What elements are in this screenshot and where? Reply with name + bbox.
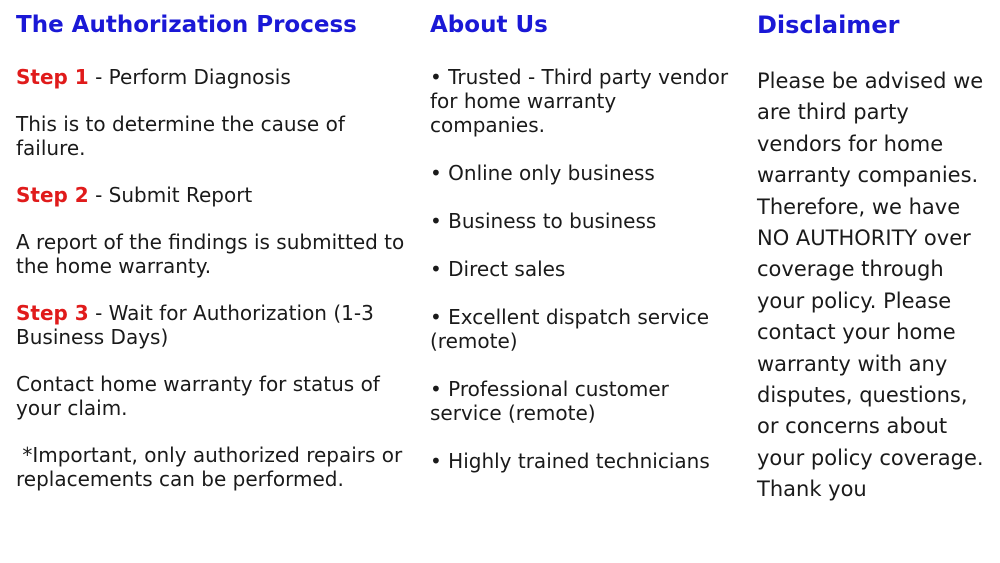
disclaimer-body: Please be advised we are third party ven… [757, 69, 991, 502]
about-bullet-trusted: • Trusted - Third party vendor for home … [430, 65, 735, 137]
heading-disclaimer: Disclaimer [757, 11, 900, 39]
step-2-text: - Submit Report [88, 183, 253, 207]
step-1-line: Step 1 - Perform Diagnosis [16, 65, 416, 89]
step-3-description: Contact home warranty for status of your… [16, 372, 387, 420]
about-bullet-business-to-business: • Business to business [430, 209, 657, 233]
step-2-label: Step 2 [16, 183, 89, 207]
step-2-description: A report of the findings is submitted to… [16, 230, 411, 278]
heading-about-us: About Us [430, 12, 548, 38]
step-3-label: Step 3 [16, 301, 89, 325]
about-bullet-online-only: • Online only business [430, 161, 655, 185]
step-3-text: - Wait for Authorization (1-3 Business D… [16, 301, 381, 349]
about-bullet-trained-technicians: • Highly trained technicians [430, 449, 710, 473]
step-2-line: Step 2 - Submit Report [16, 183, 416, 207]
step-1-label: Step 1 [16, 65, 89, 89]
column-authorization-process: The Authorization Process Step 1 - Perfo… [16, 0, 416, 491]
heading-authorization-process: The Authorization Process [16, 12, 357, 38]
column-disclaimer: Disclaimer Please be advised we are thir… [757, 0, 987, 506]
important-note: *Important, only authorized repairs or r… [16, 443, 409, 491]
about-bullet-dispatch-service: • Excellent dispatch service (remote) [430, 305, 716, 353]
step-1-description: This is to determine the cause of failur… [16, 112, 352, 160]
about-bullet-customer-service: • Professional customer service (remote) [430, 377, 676, 425]
about-bullet-direct-sales: • Direct sales [430, 257, 566, 281]
column-about-us: About Us • Trusted - Third party vendor … [430, 0, 730, 473]
step-1-text: - Perform Diagnosis [88, 65, 291, 89]
step-3-line: Step 3 - Wait for Authorization (1-3 Bus… [16, 301, 416, 349]
